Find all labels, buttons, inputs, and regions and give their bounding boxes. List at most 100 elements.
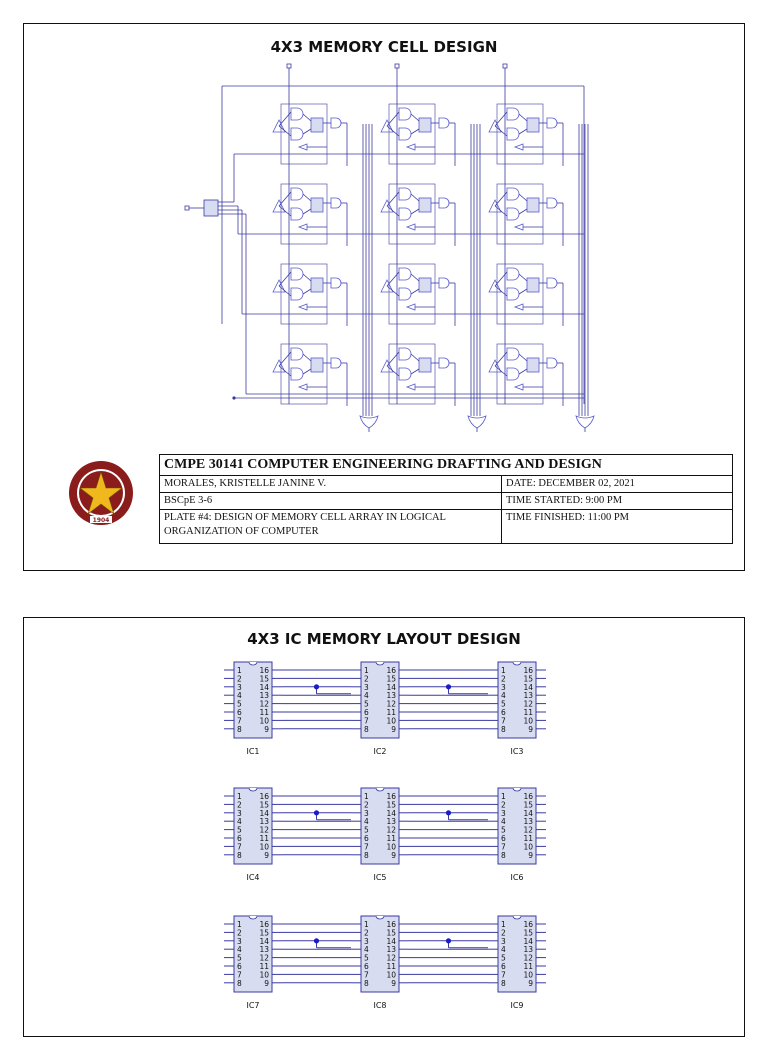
pin-number: 4: [237, 945, 242, 954]
wire: [494, 111, 508, 127]
pin-number: 9: [528, 851, 533, 860]
and-gate: [290, 187, 304, 201]
pin-number: 5: [501, 954, 506, 963]
pin-number: 2: [501, 800, 506, 809]
ic-notch: [512, 787, 522, 792]
sr-latch: [310, 117, 324, 133]
decoder-block: [203, 199, 219, 217]
wire: [278, 271, 292, 287]
ic-body: [497, 915, 537, 993]
pin-number: 2: [364, 800, 369, 809]
sr-latch: [418, 197, 432, 213]
pin-number: 16: [259, 666, 269, 675]
ic-notch: [375, 915, 385, 920]
pin-number: 12: [259, 700, 269, 709]
sr-latch: [418, 117, 432, 133]
pin-number: 3: [364, 937, 369, 946]
inverter-gate: [488, 279, 502, 293]
pin-number: 9: [528, 725, 533, 734]
decoder-input-pin: [184, 205, 190, 211]
junction-dot: [313, 684, 320, 690]
sr-latch: [418, 277, 432, 293]
ic-label: IC2: [373, 747, 386, 756]
pin-number: 14: [259, 809, 269, 818]
wire: [302, 128, 312, 135]
output-and-gate: [438, 357, 450, 369]
ic-body: [360, 787, 400, 865]
and-gate: [398, 367, 412, 381]
pin-number: 5: [237, 954, 242, 963]
wire: [302, 113, 312, 122]
pin-number: 1: [237, 666, 242, 675]
pin-number: 2: [364, 928, 369, 937]
pin-number: 10: [523, 970, 533, 979]
pin-number: 7: [501, 716, 506, 725]
output-and-gate: [438, 117, 450, 129]
inverter-gate: [488, 199, 502, 213]
pin-number: 5: [237, 700, 242, 709]
pin-number: 11: [259, 962, 269, 971]
pin-number: 10: [386, 842, 396, 851]
sr-latch: [526, 117, 540, 133]
junction-dot: [445, 938, 452, 944]
and-gate: [398, 187, 412, 201]
memory-cell-schematic: [184, 63, 595, 432]
pin-number: 6: [501, 834, 506, 843]
pin-number: 12: [523, 954, 533, 963]
and-gate: [398, 127, 412, 141]
pin-number: 7: [364, 716, 369, 725]
pin-number: 15: [523, 800, 533, 809]
ic-label: IC4: [246, 873, 259, 882]
seal-year: 1904: [93, 517, 110, 524]
pin-number: 9: [264, 725, 269, 734]
cell-boundary: [280, 343, 328, 405]
pin-number: 14: [523, 809, 533, 818]
wire: [278, 365, 292, 377]
wire: [494, 365, 508, 377]
pin-number: 15: [386, 800, 396, 809]
pin-number: 8: [501, 851, 506, 860]
wire: [302, 368, 312, 375]
wire: [386, 125, 400, 137]
ic-notch: [375, 787, 385, 792]
pin-number: 5: [364, 700, 369, 709]
pin-number: 4: [237, 691, 242, 700]
inverter-gate: [380, 199, 394, 213]
pin-number: 4: [364, 691, 369, 700]
inverter-gate: [272, 279, 286, 293]
pin-number: 6: [501, 708, 506, 717]
pin-number: 8: [364, 725, 369, 734]
cell-boundary: [280, 183, 328, 245]
ic-label: IC6: [510, 873, 523, 882]
pin-number: 8: [237, 979, 242, 988]
sr-latch: [418, 357, 432, 373]
output-and-gate: [438, 197, 450, 209]
input-pin: [286, 63, 292, 69]
pin-number: 7: [364, 970, 369, 979]
pin-number: 14: [259, 683, 269, 692]
and-gate: [506, 287, 520, 301]
student-name: MORALES, KRISTELLE JANINE V.: [160, 476, 502, 492]
output-and-gate: [438, 277, 450, 289]
plate-description: PLATE #4: DESIGN OF MEMORY CELL ARRAY IN…: [160, 510, 502, 544]
pin-number: 6: [364, 708, 369, 717]
wire: [386, 271, 400, 287]
or-gate: [467, 415, 487, 429]
buffer-gate: [513, 143, 524, 151]
cell-boundary: [496, 343, 544, 405]
pin-number: 16: [523, 666, 533, 675]
output-and-gate: [546, 117, 558, 129]
input-pin: [394, 63, 400, 69]
buffer-gate: [513, 223, 524, 231]
buffer-gate: [297, 303, 308, 311]
section-field: BSCpE 3-6: [160, 493, 502, 509]
pin-number: 14: [386, 809, 396, 818]
pin-number: 13: [386, 691, 396, 700]
buffer-gate: [405, 223, 416, 231]
wire: [386, 285, 400, 297]
wire: [302, 353, 312, 362]
